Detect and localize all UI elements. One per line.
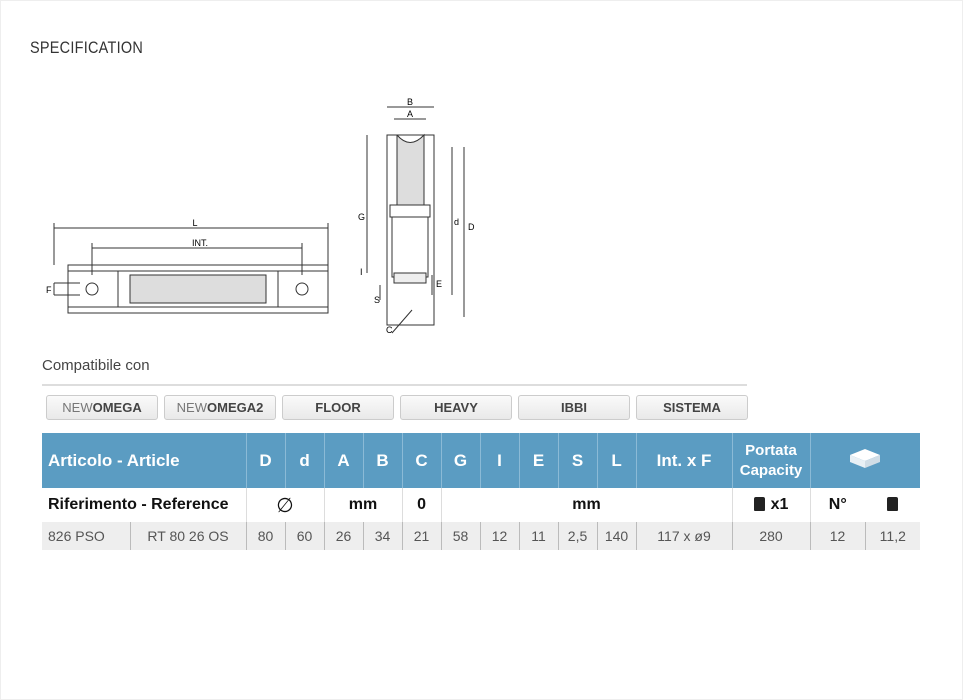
unit-c: 0 <box>401 488 442 522</box>
compat-button-sistema[interactable]: SISTEMA <box>636 395 748 420</box>
x1-label: x1 <box>770 496 789 513</box>
header-I: I <box>479 433 520 488</box>
header-intf: Int. x F <box>635 433 733 488</box>
ref-label: Riferimento - Reference <box>48 496 229 513</box>
cell-D: 80 <box>245 522 286 550</box>
box-icon <box>850 449 881 468</box>
label-A: A <box>407 109 413 119</box>
cell-ref: RT 80 26 OS <box>129 522 247 550</box>
weight-icon <box>753 497 765 511</box>
table-row: 826 PSO RT 80 26 OS 80 60 26 34 21 58 12… <box>42 522 921 550</box>
cell-S: 2,5 <box>557 522 598 550</box>
header-B: B <box>362 433 403 488</box>
btn-prefix: NEW <box>62 400 93 415</box>
count-label: N° <box>809 488 866 522</box>
label-S: S <box>374 295 380 305</box>
capacity-en: Capacity <box>739 461 803 479</box>
cell-A: 26 <box>323 522 364 550</box>
header-E: E <box>518 433 559 488</box>
header-D: D <box>245 433 286 488</box>
label-int: INT. <box>192 238 208 248</box>
btn-label: OMEGA <box>92 400 142 415</box>
header-d: d <box>284 433 325 488</box>
compat-button-floor[interactable]: FLOOR <box>282 395 394 420</box>
capacity-it: Portata <box>745 441 797 459</box>
capacity-unit: x1 <box>731 488 811 522</box>
cell-capacity: 280 <box>731 522 811 550</box>
reference-row: Riferimento - Reference ∅ mm 0 mm x1 N° <box>42 488 920 522</box>
label-E: E <box>436 279 442 289</box>
cell-G: 58 <box>440 522 481 550</box>
cell-E: 11 <box>518 522 559 550</box>
btn-prefix: NEW <box>176 400 207 415</box>
section-title: SPECIFICATION <box>30 38 144 57</box>
label-B: B <box>407 97 413 107</box>
section-view-drawing: B A G d D I S C E <box>358 97 475 335</box>
label-D: D <box>468 222 475 232</box>
label-G: G <box>358 212 365 222</box>
unit-mm-2: mm <box>440 488 733 522</box>
cell-weight: 11,2 <box>864 522 921 550</box>
divider <box>42 384 747 386</box>
label-d: d <box>454 217 459 227</box>
label-C: C <box>386 325 393 335</box>
compatible-label: Compatibile con <box>42 357 150 374</box>
header-S: S <box>557 433 598 488</box>
header-C: C <box>401 433 442 488</box>
cell-C: 21 <box>401 522 442 550</box>
header-package <box>809 433 921 488</box>
compat-button-heavy[interactable]: HEAVY <box>400 395 512 420</box>
cell-code: 826 PSO <box>42 522 130 550</box>
unit-mm: mm <box>323 488 403 522</box>
package-weight-unit <box>865 488 920 522</box>
header-L: L <box>596 433 637 488</box>
cell-I: 12 <box>479 522 520 550</box>
cell-L: 140 <box>596 522 637 550</box>
btn-label: OMEGA2 <box>207 400 264 415</box>
label-F: F <box>46 285 52 295</box>
diameter-symbol: ∅ <box>245 488 325 522</box>
label-L: L <box>192 218 197 228</box>
header-A: A <box>323 433 364 488</box>
spec-table: Articolo - Article D d A B C G I E S L I… <box>42 433 921 550</box>
header-article: Articolo - Article <box>42 433 247 488</box>
weight-icon <box>887 497 899 511</box>
side-view-drawing: L INT. F <box>46 218 329 314</box>
cell-B: 34 <box>362 522 403 550</box>
header-row: Articolo - Article D d A B C G I E S L I… <box>42 433 921 488</box>
compat-button-ibbi[interactable]: IBBI <box>518 395 630 420</box>
cell-d: 60 <box>284 522 325 550</box>
header-G: G <box>440 433 481 488</box>
cell-intf: 117 x ø9 <box>635 522 733 550</box>
label-I: I <box>360 267 363 277</box>
cell-count: 12 <box>809 522 866 550</box>
